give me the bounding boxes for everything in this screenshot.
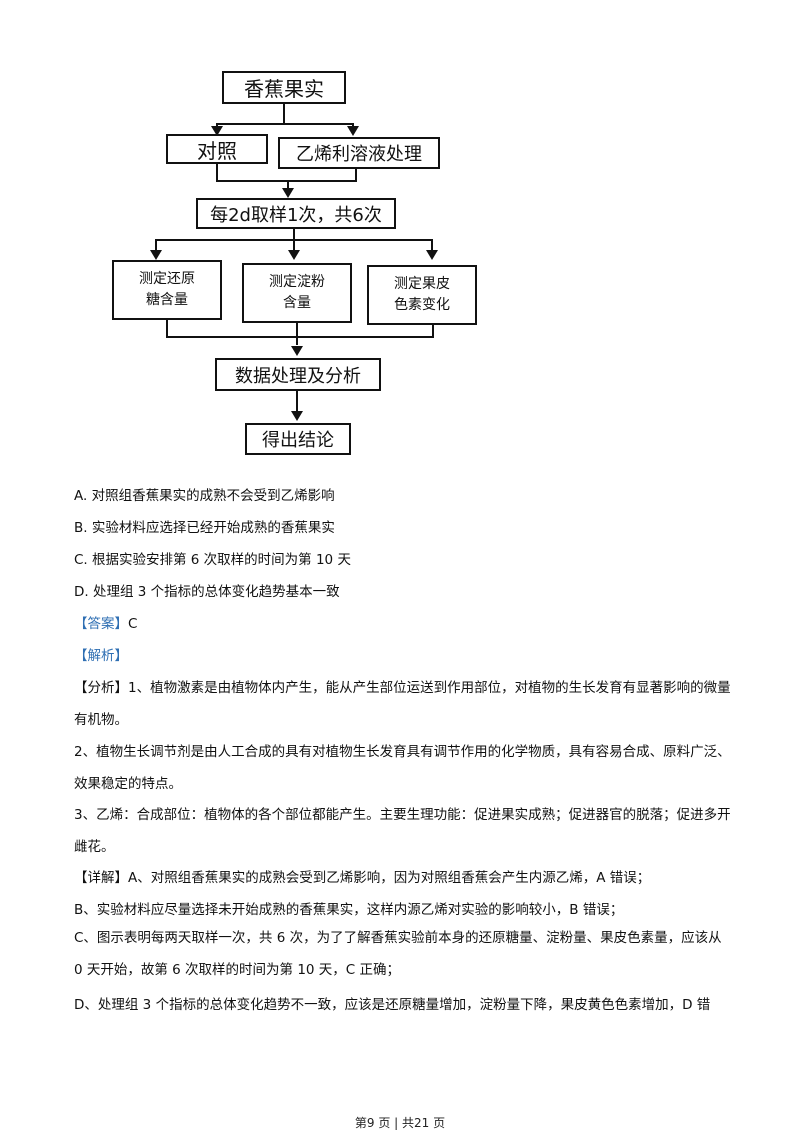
paragraph-detail-c: C、图示表明每两天取样一次，共 6 次，为了了解香蕉实验前本身的还原糖量、淀粉量… xyxy=(74,930,722,978)
connector xyxy=(166,320,168,337)
paragraph-analysis-1: 【分析】1、植物激素是由植物体内产生，能从产生部位运送到作用部位，对植物的生长发… xyxy=(74,680,731,728)
arrow-down-icon xyxy=(211,126,223,136)
flow-box-sampling-text: 每2d取样1次，共6次 xyxy=(210,204,382,226)
flow-box-measure-sugar: 测定还原 糖含量 xyxy=(112,260,222,320)
flow-box-measure-starch-text: 测定淀粉 含量 xyxy=(269,274,325,311)
connector xyxy=(216,164,218,181)
flow-box-control: 对照 xyxy=(166,134,268,164)
flow-box-measure-pigment-text: 测定果皮 色素变化 xyxy=(394,276,450,313)
option-a: A. 对照组香蕉果实的成熟不会受到乙烯影响 xyxy=(74,488,335,504)
arrow-down-icon xyxy=(347,126,359,136)
connector xyxy=(216,180,357,182)
paragraph-detail-b: B、实验材料应尽量选择未开始成熟的香蕉果实，这样内源乙烯对实验的影响较小，B 错… xyxy=(74,902,624,918)
flow-box-conclusion: 得出结论 xyxy=(245,423,351,455)
connector xyxy=(296,323,298,345)
connector xyxy=(296,391,298,412)
connector xyxy=(166,336,434,338)
option-c: C. 根据实验安排第 6 次取样的时间为第 10 天 xyxy=(74,552,351,568)
analysis-label: 【解析】 xyxy=(74,648,128,664)
flow-box-banana: 香蕉果实 xyxy=(222,71,346,104)
connector xyxy=(432,325,434,337)
flow-box-measure-sugar-text: 测定还原 糖含量 xyxy=(139,271,195,308)
flow-box-treatment-text: 乙烯利溶液处理 xyxy=(296,144,422,165)
connector xyxy=(431,239,433,250)
connector xyxy=(216,123,354,125)
connector xyxy=(355,169,357,181)
flow-box-analysis: 数据处理及分析 xyxy=(215,358,381,391)
flow-box-measure-pigment: 测定果皮 色素变化 xyxy=(367,265,477,325)
option-b: B. 实验材料应选择已经开始成熟的香蕉果实 xyxy=(74,520,335,536)
arrow-down-icon xyxy=(150,250,162,260)
arrow-down-icon xyxy=(288,250,300,260)
paragraph-detail-d: D、处理组 3 个指标的总体变化趋势不一致，应该是还原糖量增加，淀粉量下降，果皮… xyxy=(74,997,711,1013)
connector xyxy=(287,180,289,188)
flow-box-sampling: 每2d取样1次，共6次 xyxy=(196,198,396,229)
arrow-down-icon xyxy=(291,346,303,356)
flow-box-treatment: 乙烯利溶液处理 xyxy=(278,137,440,169)
option-d: D. 处理组 3 个指标的总体变化趋势基本一致 xyxy=(74,584,340,600)
arrow-down-icon xyxy=(426,250,438,260)
flow-box-banana-text: 香蕉果实 xyxy=(244,77,324,101)
connector xyxy=(155,239,157,250)
paragraph-analysis-2: 2、植物生长调节剂是由人工合成的具有对植物生长发育具有调节作用的化学物质，具有容… xyxy=(74,744,731,792)
connector xyxy=(283,104,285,124)
flow-box-analysis-text: 数据处理及分析 xyxy=(235,365,361,387)
arrow-down-icon xyxy=(282,188,294,198)
answer-label: 【答案】 xyxy=(74,616,128,632)
flow-box-conclusion-text: 得出结论 xyxy=(262,430,334,451)
answer-line: 【答案】C xyxy=(74,614,734,634)
paragraph-detail-a: 【详解】A、对照组香蕉果实的成熟会受到乙烯影响，因为对照组香蕉会产生内源乙烯，A… xyxy=(74,870,651,886)
flow-box-control-text: 对照 xyxy=(197,138,237,163)
connector xyxy=(293,239,295,250)
arrow-down-icon xyxy=(291,411,303,421)
flow-box-measure-starch: 测定淀粉 含量 xyxy=(242,263,352,323)
page-footer: 第9 页 | 共21 页 xyxy=(354,1116,446,1130)
connector xyxy=(293,229,295,240)
paragraph-analysis-3: 3、乙烯：合成部位：植物体的各个部位都能产生。主要生理功能：促进果实成熟；促进器… xyxy=(74,807,731,855)
answer-value: C xyxy=(128,616,138,632)
